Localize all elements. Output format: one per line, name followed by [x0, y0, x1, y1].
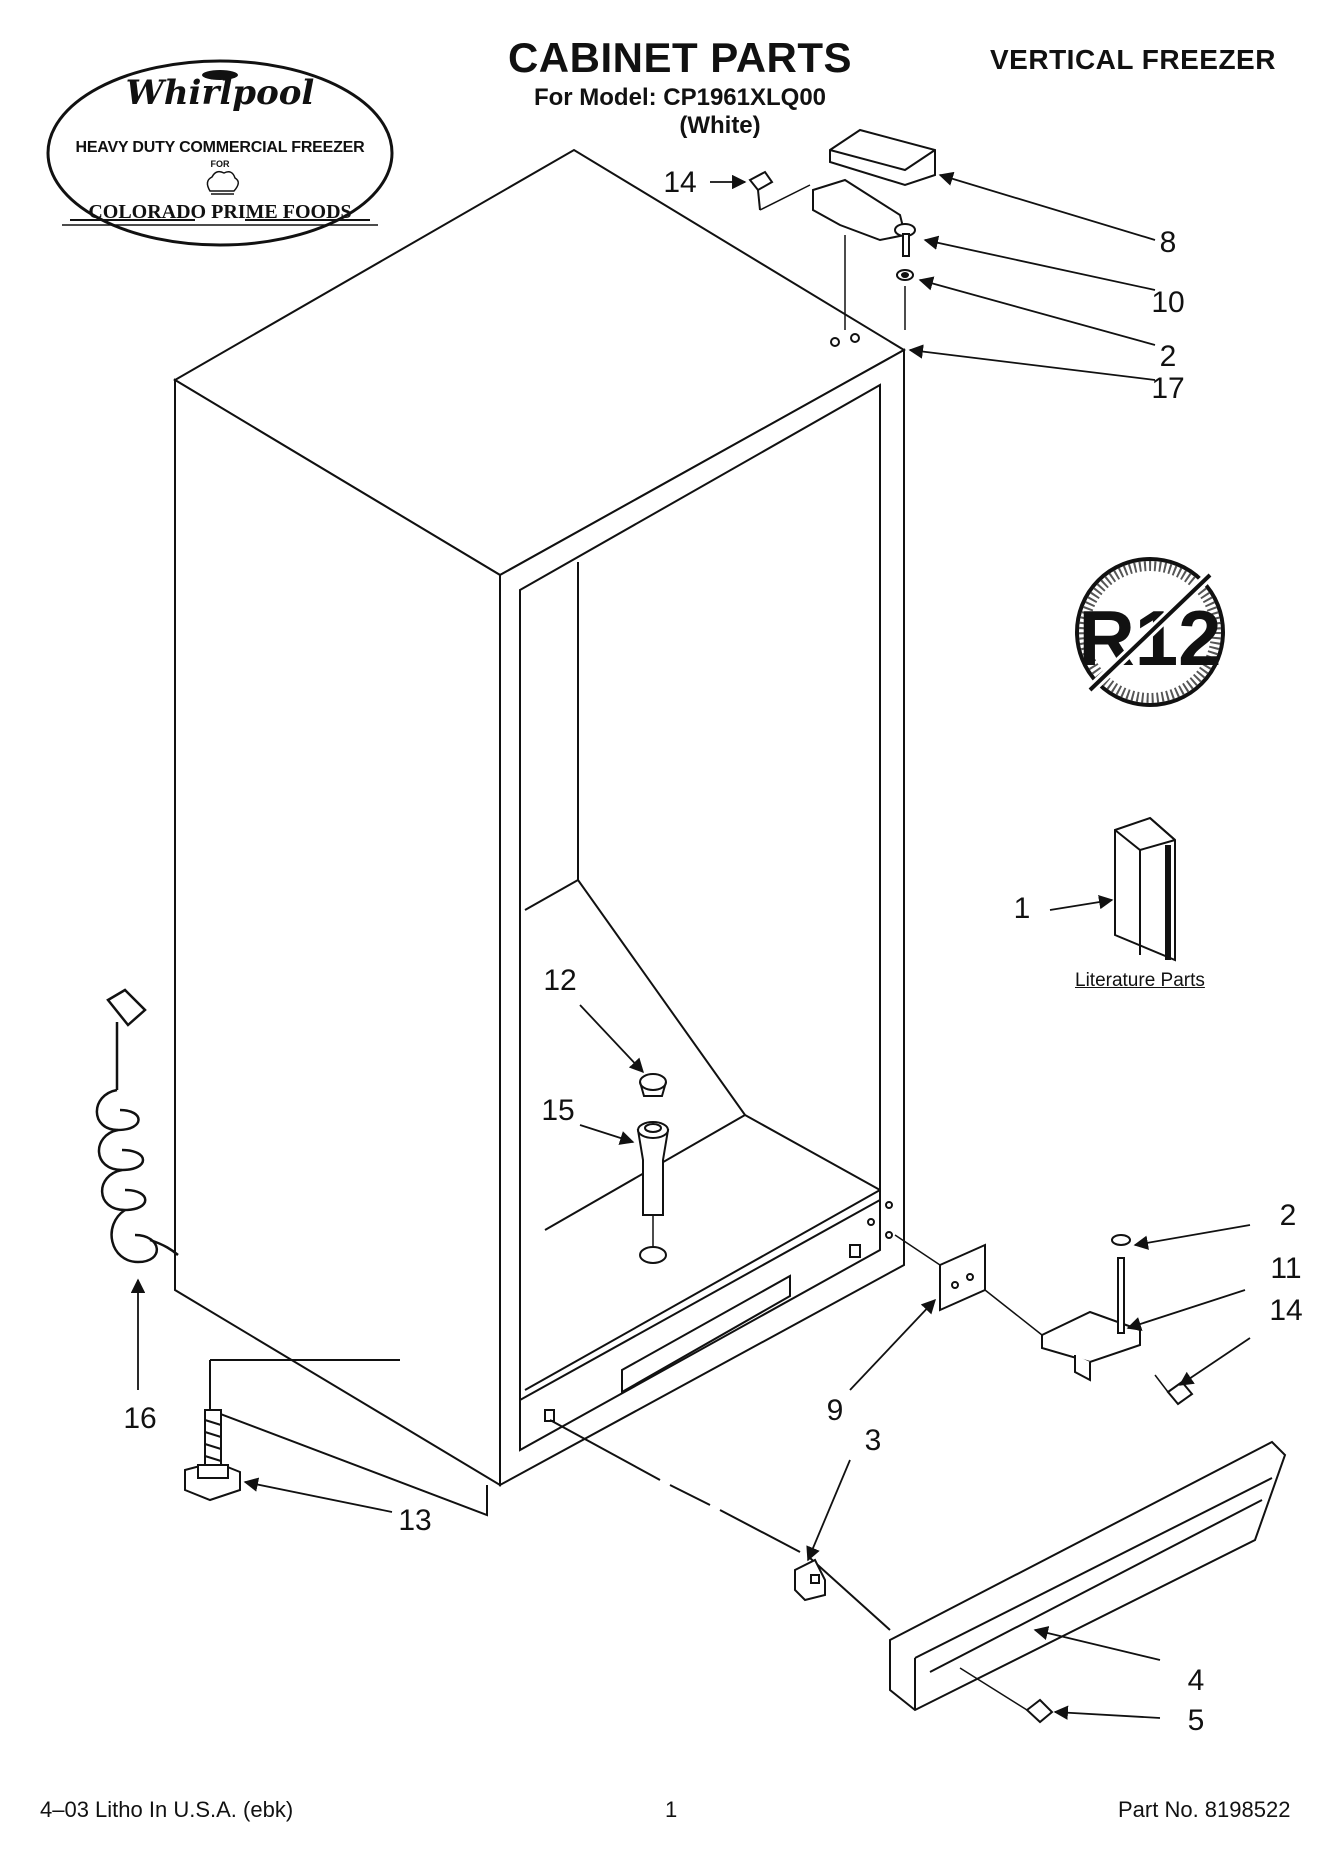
cabinet-front — [499, 348, 905, 1487]
color-line: (White) — [679, 112, 761, 139]
drain-tube — [636, 1129, 670, 1216]
literature-booklet-icon — [1114, 816, 1176, 962]
leveling-leg-icon — [184, 1409, 241, 1502]
power-cord-icon — [95, 988, 179, 1264]
hinge-shim — [939, 1243, 986, 1312]
callout-5: 5 — [1188, 1704, 1205, 1737]
logo-line1: HEAVY DUTY COMMERCIAL FREEZER — [75, 139, 365, 156]
grille-screw — [1025, 1698, 1054, 1724]
logo-line2: COLORADO PRIME FOODS — [88, 201, 352, 223]
callout-10: 10 — [1151, 286, 1184, 319]
callout-9: 9 — [827, 1394, 844, 1427]
callout-12: 12 — [543, 964, 576, 997]
callout-2: 2 — [1160, 340, 1177, 373]
callout-11: 11 — [1270, 1252, 1301, 1285]
callout-8: 8 — [1160, 226, 1177, 259]
footer-part-number: Part No. 8198522 — [1118, 1797, 1291, 1822]
callout-2-bottom: 2 — [1280, 1199, 1297, 1232]
callout-16: 16 — [123, 1402, 156, 1435]
callout-15: 15 — [541, 1094, 574, 1127]
hinge-screw-top — [748, 170, 774, 192]
logo-brand: Whirlpool — [125, 73, 315, 113]
chef-hat-icon — [206, 170, 239, 195]
category-label: VERTICAL FREEZER — [990, 44, 1276, 75]
no-r12-badge: R12 — [1075, 557, 1225, 707]
callout-14: 14 — [663, 166, 696, 199]
hinge-screw-bottom — [1166, 1380, 1194, 1406]
top-hinge — [812, 178, 907, 242]
cabinet-side — [174, 378, 501, 1487]
brand-logo: Whirlpool HEAVY DUTY COMMERCIAL FREEZER … — [40, 55, 400, 255]
logo-for: FOR — [210, 159, 230, 169]
bottom-hinge — [1041, 1310, 1141, 1364]
hinge-cover-top — [829, 128, 936, 187]
literature-parts-label: Literature Parts — [1075, 970, 1205, 991]
callout-4: 4 — [1188, 1664, 1205, 1697]
callout-17: 17 — [1151, 372, 1184, 405]
toe-grille — [889, 1440, 1287, 1712]
drain-plug — [639, 1073, 667, 1091]
model-line: For Model: CP1961XLQ00 — [533, 84, 827, 111]
callout-14-bottom: 14 — [1269, 1294, 1302, 1327]
logo-oval-icon — [46, 59, 394, 247]
page-title: CABINET PARTS — [507, 34, 853, 81]
footer-page-number: 1 — [665, 1797, 678, 1822]
callout-13: 13 — [398, 1504, 431, 1537]
footer-litho: 4–03 Litho In U.S.A. (ebk) — [40, 1797, 294, 1822]
callout-3: 3 — [865, 1424, 882, 1457]
callout-1: 1 — [1014, 892, 1031, 925]
